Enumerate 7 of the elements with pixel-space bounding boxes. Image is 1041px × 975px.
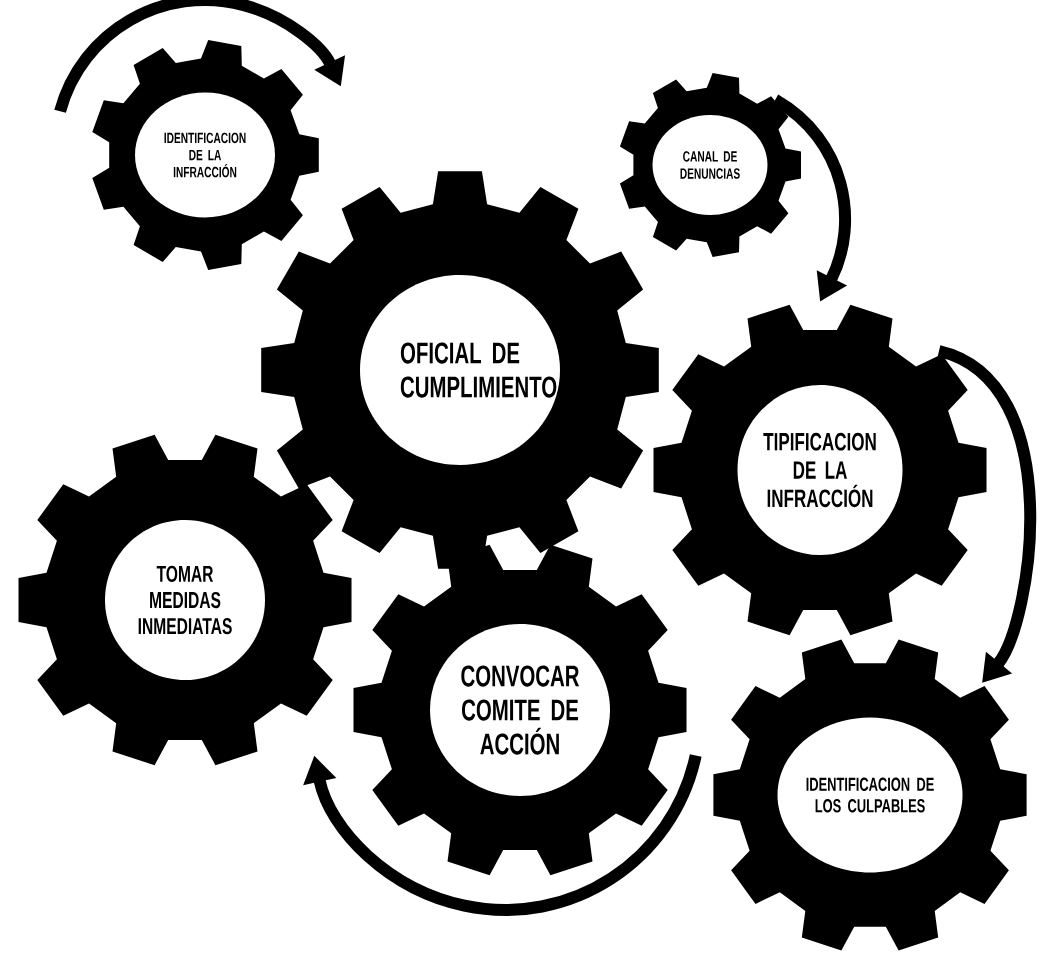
- gear: CONVOCAR COMITE DE ACCIÓN: [353, 544, 687, 876]
- gear: IDENTIFICACION DE LA INFRACCIÓN: [92, 40, 319, 270]
- gear: TOMAR MEDIDAS INMEDIATAS: [18, 434, 352, 766]
- gear: IDENTIFICACION DE LOS CULPABLES: [713, 639, 1027, 951]
- gear: CANAL DE DENUNCIAS: [619, 73, 801, 257]
- gear: OFICIAL DE CUMPLIMIENTO: [261, 171, 659, 569]
- gear: TIPIFICACION DE LA INFRACCIÓN: [653, 304, 987, 636]
